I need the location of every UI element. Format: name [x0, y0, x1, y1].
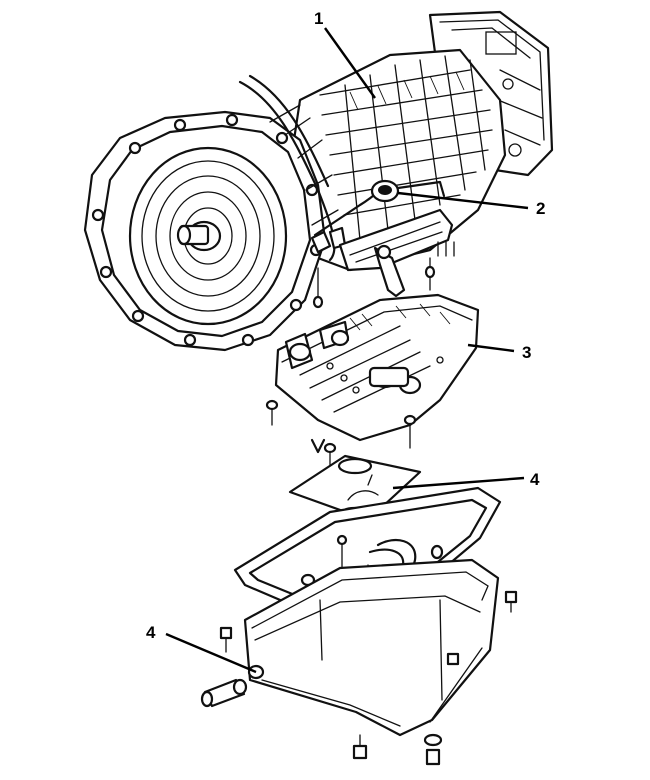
callout-leaders — [165, 27, 529, 674]
callout-3: 3 — [522, 343, 531, 362]
transmission-case — [83, 10, 554, 352]
leader-1 — [324, 27, 376, 99]
valve-body — [265, 293, 480, 471]
leader-4-drain — [165, 632, 257, 674]
callout-2: 2 — [536, 199, 545, 218]
leader-2 — [397, 191, 529, 210]
callout-1: 1 — [314, 9, 323, 28]
callout-4-filter: 4 — [530, 470, 540, 489]
oil-pan — [200, 558, 518, 766]
leader-3 — [467, 343, 515, 353]
callout-4-drain: 4 — [146, 623, 156, 642]
leader-4-filter — [392, 476, 525, 490]
